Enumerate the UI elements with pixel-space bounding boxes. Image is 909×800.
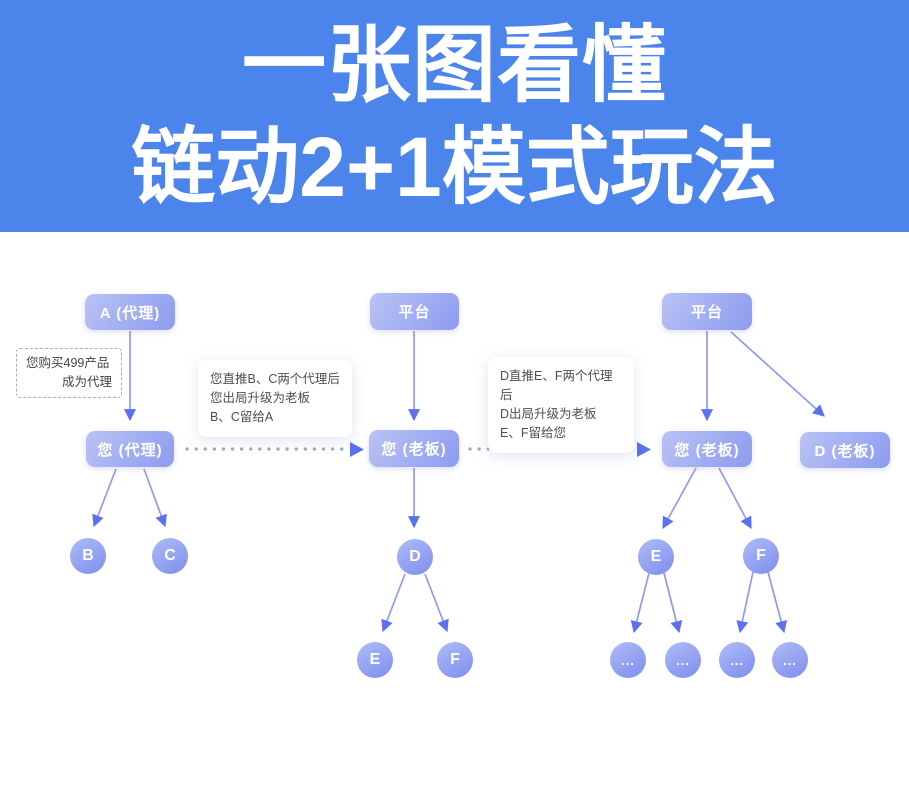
title-line-1: 一张图看懂 (241, 18, 667, 112)
node-platform-mid: 平台 (370, 293, 459, 330)
note-card-1: 您直推B、C两个代理后 您出局升级为老板 B、C留给A (198, 360, 352, 437)
node-d-boss: D (老板) (800, 432, 890, 468)
circle-d: D (397, 539, 433, 575)
purchase-note: 您购买499产品 成为代理 (16, 348, 122, 398)
circle-c: C (152, 538, 188, 574)
circle-e-right: E (638, 539, 674, 575)
purchase-note-line-1: 您购买499产品 (26, 356, 110, 370)
note2-line-3: E、F留给您 (500, 426, 566, 440)
note1-line-3: B、C留给A (210, 410, 274, 424)
circle-f-right: F (743, 538, 779, 574)
note2-line-1: D直推E、F两个代理后 (500, 369, 613, 402)
circle-more-4: ... (772, 642, 808, 678)
circle-more-2: ... (665, 642, 701, 678)
circle-e-mid: E (357, 642, 393, 678)
circle-f-mid: F (437, 642, 473, 678)
circle-more-1: ... (610, 642, 646, 678)
node-you-agent: 您 (代理) (86, 431, 174, 467)
circle-b: B (70, 538, 106, 574)
node-a-agent: A (代理) (85, 294, 175, 330)
note1-line-2: 您出局升级为老板 (210, 391, 311, 405)
circle-more-3: ... (719, 642, 755, 678)
header-banner: 一张图看懂 链动2+1模式玩法 (0, 0, 909, 232)
note2-line-2: D出局升级为老板 (500, 407, 597, 421)
note1-line-1: 您直推B、C两个代理后 (210, 372, 340, 386)
note-card-2: D直推E、F两个代理后 D出局升级为老板 E、F留给您 (488, 357, 634, 453)
purchase-note-line-2: 成为代理 (61, 375, 112, 389)
node-you-boss-right: 您 (老板) (662, 431, 752, 467)
node-platform-right: 平台 (662, 293, 752, 330)
node-you-boss-mid: 您 (老板) (369, 430, 459, 467)
title-line-2: 链动2+1模式玩法 (131, 120, 778, 214)
